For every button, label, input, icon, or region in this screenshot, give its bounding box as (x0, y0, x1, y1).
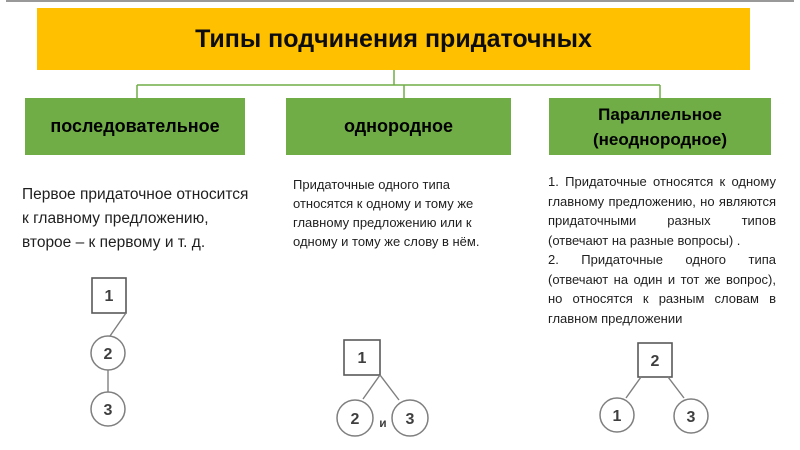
title-banner: Типы подчинения придаточных (37, 8, 750, 70)
branch-label-parallel-line1: Параллельное (598, 104, 722, 124)
homogeneous-node-2: 2 (351, 411, 360, 428)
homogeneous-node-3: 3 (406, 411, 415, 428)
diagram-sequential: 1 2 3 (90, 277, 127, 427)
parallel-main-square (637, 342, 673, 378)
branch-label-parallel-line2: (неоднородное) (592, 129, 728, 149)
homogeneous-clause2-circle (391, 399, 429, 437)
parallel-node-3: 3 (687, 409, 696, 426)
description-parallel: 1. Придаточные относятся к одному главно… (548, 172, 776, 328)
description-sequential: Первое придаточное относится к главному … (22, 186, 249, 252)
branch-box-sequential: последовательное (25, 98, 245, 155)
sequential-clause2-circle (90, 391, 126, 427)
slide-top-border (6, 0, 794, 2)
diagram-homogeneous: 1 2 3 и (336, 339, 429, 437)
branch-connector-lines (136, 70, 661, 98)
branch-label-sequential: последовательное (50, 116, 220, 136)
parallel-node-1: 1 (613, 408, 622, 425)
page-title: Типы подчинения придаточных (195, 24, 592, 53)
sequential-node-3: 3 (104, 402, 113, 419)
description-parallel-item2: 2. Придаточные одного типа (отвечают на … (548, 252, 776, 326)
homogeneous-clause1-circle (336, 399, 374, 437)
parallel-clause1-circle (599, 397, 635, 433)
diagram-parallel: 2 1 3 (599, 342, 709, 434)
homogeneous-conjunction: и (379, 416, 386, 430)
branch-box-homogeneous: однородное (286, 98, 511, 155)
description-parallel-item1: 1. Придаточные относятся к одному главно… (548, 174, 776, 248)
sequential-main-square (91, 277, 127, 314)
parallel-clause2-circle (673, 398, 709, 434)
homogeneous-main-square (343, 339, 381, 376)
sequential-node-1: 1 (105, 288, 114, 305)
description-homogeneous: Придаточные одного типа относятся к одно… (293, 177, 480, 249)
sequential-node-2: 2 (104, 346, 113, 363)
branch-box-parallel: Параллельное (неоднородное) (549, 98, 771, 155)
parallel-node-2: 2 (651, 353, 660, 370)
branch-label-homogeneous: однородное (343, 116, 454, 136)
homogeneous-node-1: 1 (358, 350, 367, 367)
